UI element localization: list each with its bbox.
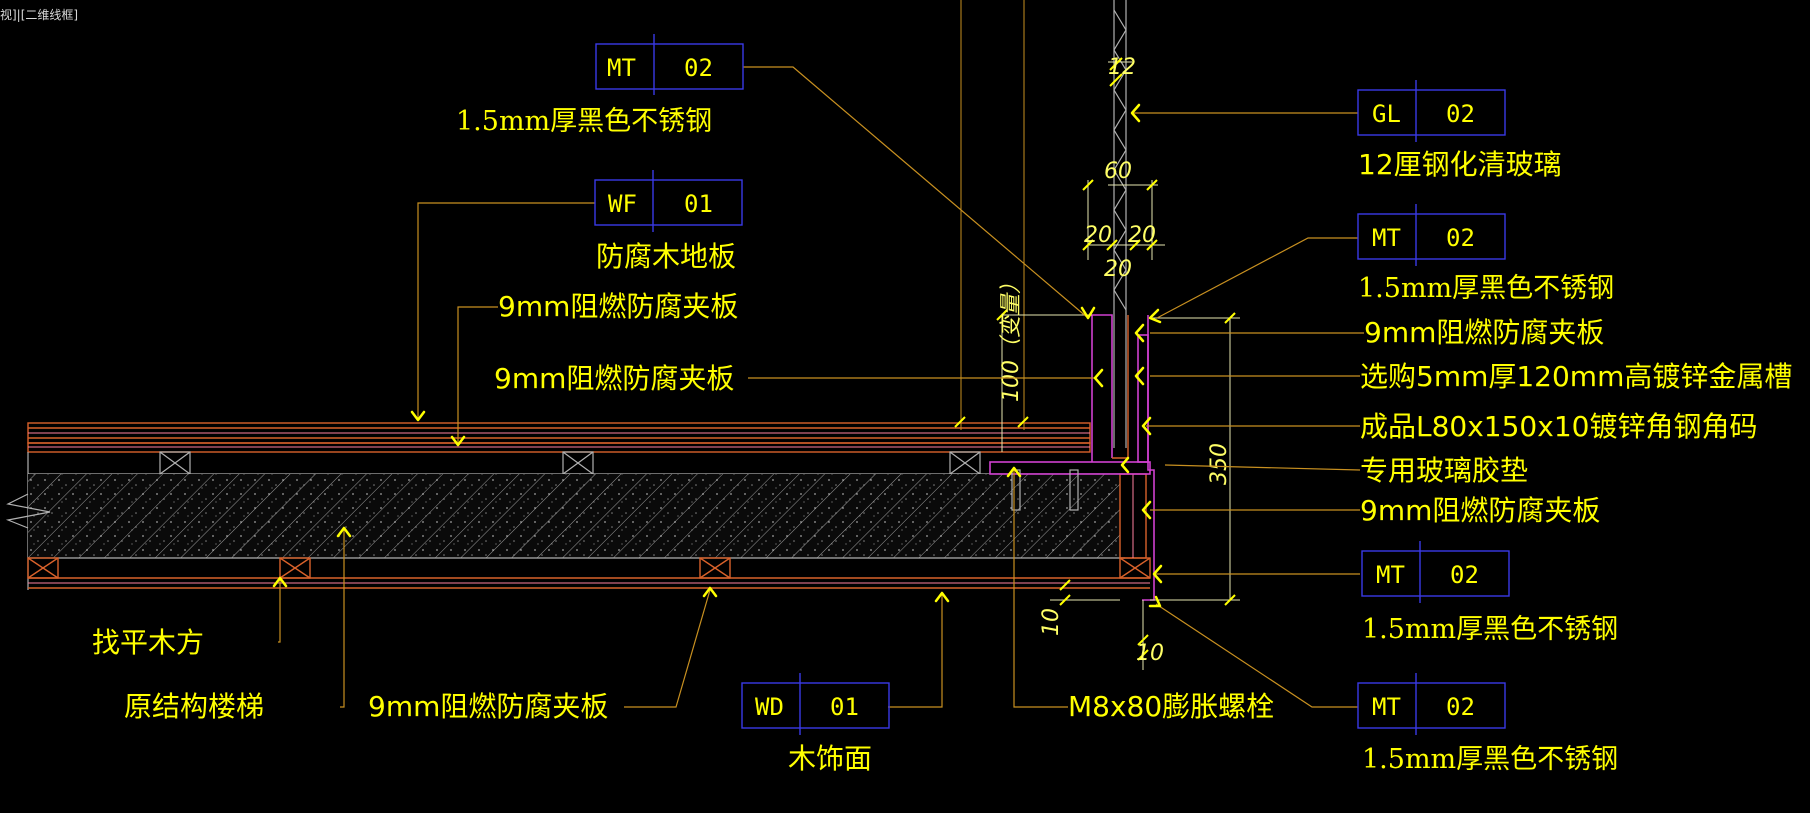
label-expansion-bolt: M8x80膨胀螺栓 <box>1068 690 1274 723</box>
tag-wd01-desc: 木饰面 <box>788 742 872 775</box>
viewport-label[interactable]: 视]|[二维线框] <box>0 8 79 22</box>
dim-20-right: 20 <box>1128 223 1156 248</box>
tag-code: WF <box>608 190 637 218</box>
dim-10-bottom: 10 <box>1136 641 1164 666</box>
label-angle-bracket: 成品L80x150x10镀锌角钢角码 <box>1360 410 1757 443</box>
dimension-lines <box>954 57 1240 670</box>
label-glass-gasket: 专用玻璃胶垫 <box>1360 454 1528 487</box>
tag-number: 01 <box>830 693 859 721</box>
tag-mt02-right-middle[interactable]: MT 02 <box>1361 541 1510 603</box>
tag-number: 02 <box>1446 693 1475 721</box>
tag-code: MT <box>1372 693 1401 721</box>
label-metal-channel: 选购5mm厚120mm高镀锌金属槽 <box>1360 360 1792 393</box>
tag-number: 02 <box>684 54 713 82</box>
tag-gl02-desc: 12厘钢化清玻璃 <box>1358 148 1562 181</box>
floor-structure <box>5 422 1151 590</box>
tag-mt02-right-lower-desc: 1.5mm厚黑色不锈钢 <box>1362 744 1618 775</box>
label-right-plywood-2: 9mm阻燃防腐夹板 <box>1360 494 1600 527</box>
leader-arrows <box>272 103 1163 608</box>
dim-12: 12 <box>1108 55 1136 80</box>
tag-number: 02 <box>1446 100 1475 128</box>
tag-code: WD <box>755 693 784 721</box>
label-right-plywood-1: 9mm阻燃防腐夹板 <box>1364 316 1604 349</box>
tag-number: 02 <box>1446 224 1475 252</box>
label-plywood-top-1: 9mm阻燃防腐夹板 <box>498 290 738 323</box>
tag-code: MT <box>1372 224 1401 252</box>
tag-mt02-right-upper[interactable]: MT 02 <box>1357 204 1506 266</box>
tag-number: 01 <box>684 190 713 218</box>
label-plywood-top-2: 9mm阻燃防腐夹板 <box>494 362 734 395</box>
tag-mt02-top-desc: 1.5mm厚黑色不锈钢 <box>456 106 712 137</box>
dim-60: 60 <box>1104 159 1132 184</box>
break-line <box>5 493 51 529</box>
tag-code: GL <box>1372 100 1401 128</box>
label-leveling-batten: 找平木方 <box>92 626 204 659</box>
tag-code: MT <box>607 54 636 82</box>
dim-10-left: 10 <box>1039 608 1064 636</box>
tag-gl02[interactable]: GL 02 <box>1357 80 1506 142</box>
label-plywood-bottom: 9mm阻燃防腐夹板 <box>368 690 608 723</box>
tag-wf01[interactable]: WF 01 <box>594 170 743 232</box>
dim-20-left: 20 <box>1084 223 1112 248</box>
tag-number: 02 <box>1450 561 1479 589</box>
tag-code: MT <box>1376 561 1405 589</box>
dim-20-center: 20 <box>1104 257 1132 282</box>
tag-wd01[interactable]: WD 01 <box>741 673 890 735</box>
tag-mt02-right-upper-desc: 1.5mm厚黑色不锈钢 <box>1358 273 1614 304</box>
dim-100-variable: 100（变量） <box>999 272 1024 402</box>
tag-mt02-right-middle-desc: 1.5mm厚黑色不锈钢 <box>1362 614 1618 645</box>
tag-wf01-desc: 防腐木地板 <box>596 240 736 273</box>
tag-mt02-top[interactable]: MT 02 <box>595 34 744 95</box>
batten-upper <box>159 451 981 475</box>
batten-lower <box>27 557 1151 579</box>
label-original-stair: 原结构楼梯 <box>124 690 264 723</box>
tag-mt02-right-lower[interactable]: MT 02 <box>1357 673 1506 735</box>
leader-lines <box>278 66 1364 708</box>
dim-350: 350 <box>1207 443 1232 485</box>
